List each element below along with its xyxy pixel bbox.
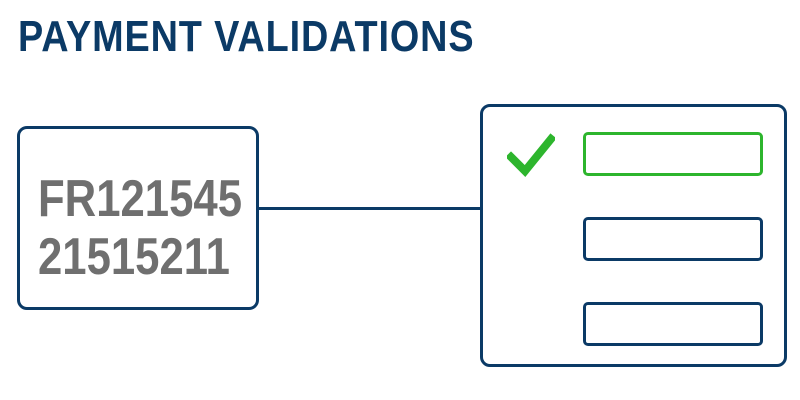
page-title: PAYMENT VALIDATIONS xyxy=(18,12,475,61)
iban-card: FR121545 21515211 xyxy=(17,126,259,310)
validation-field-2 xyxy=(583,217,763,261)
validation-field-valid xyxy=(583,132,763,176)
connector-line xyxy=(259,207,481,210)
iban-line-2: 21515211 xyxy=(38,228,230,286)
validation-panel xyxy=(480,104,787,367)
validation-field-3 xyxy=(583,302,763,346)
checkmark-icon xyxy=(507,133,555,177)
iban-line-1: FR121545 xyxy=(38,170,242,228)
